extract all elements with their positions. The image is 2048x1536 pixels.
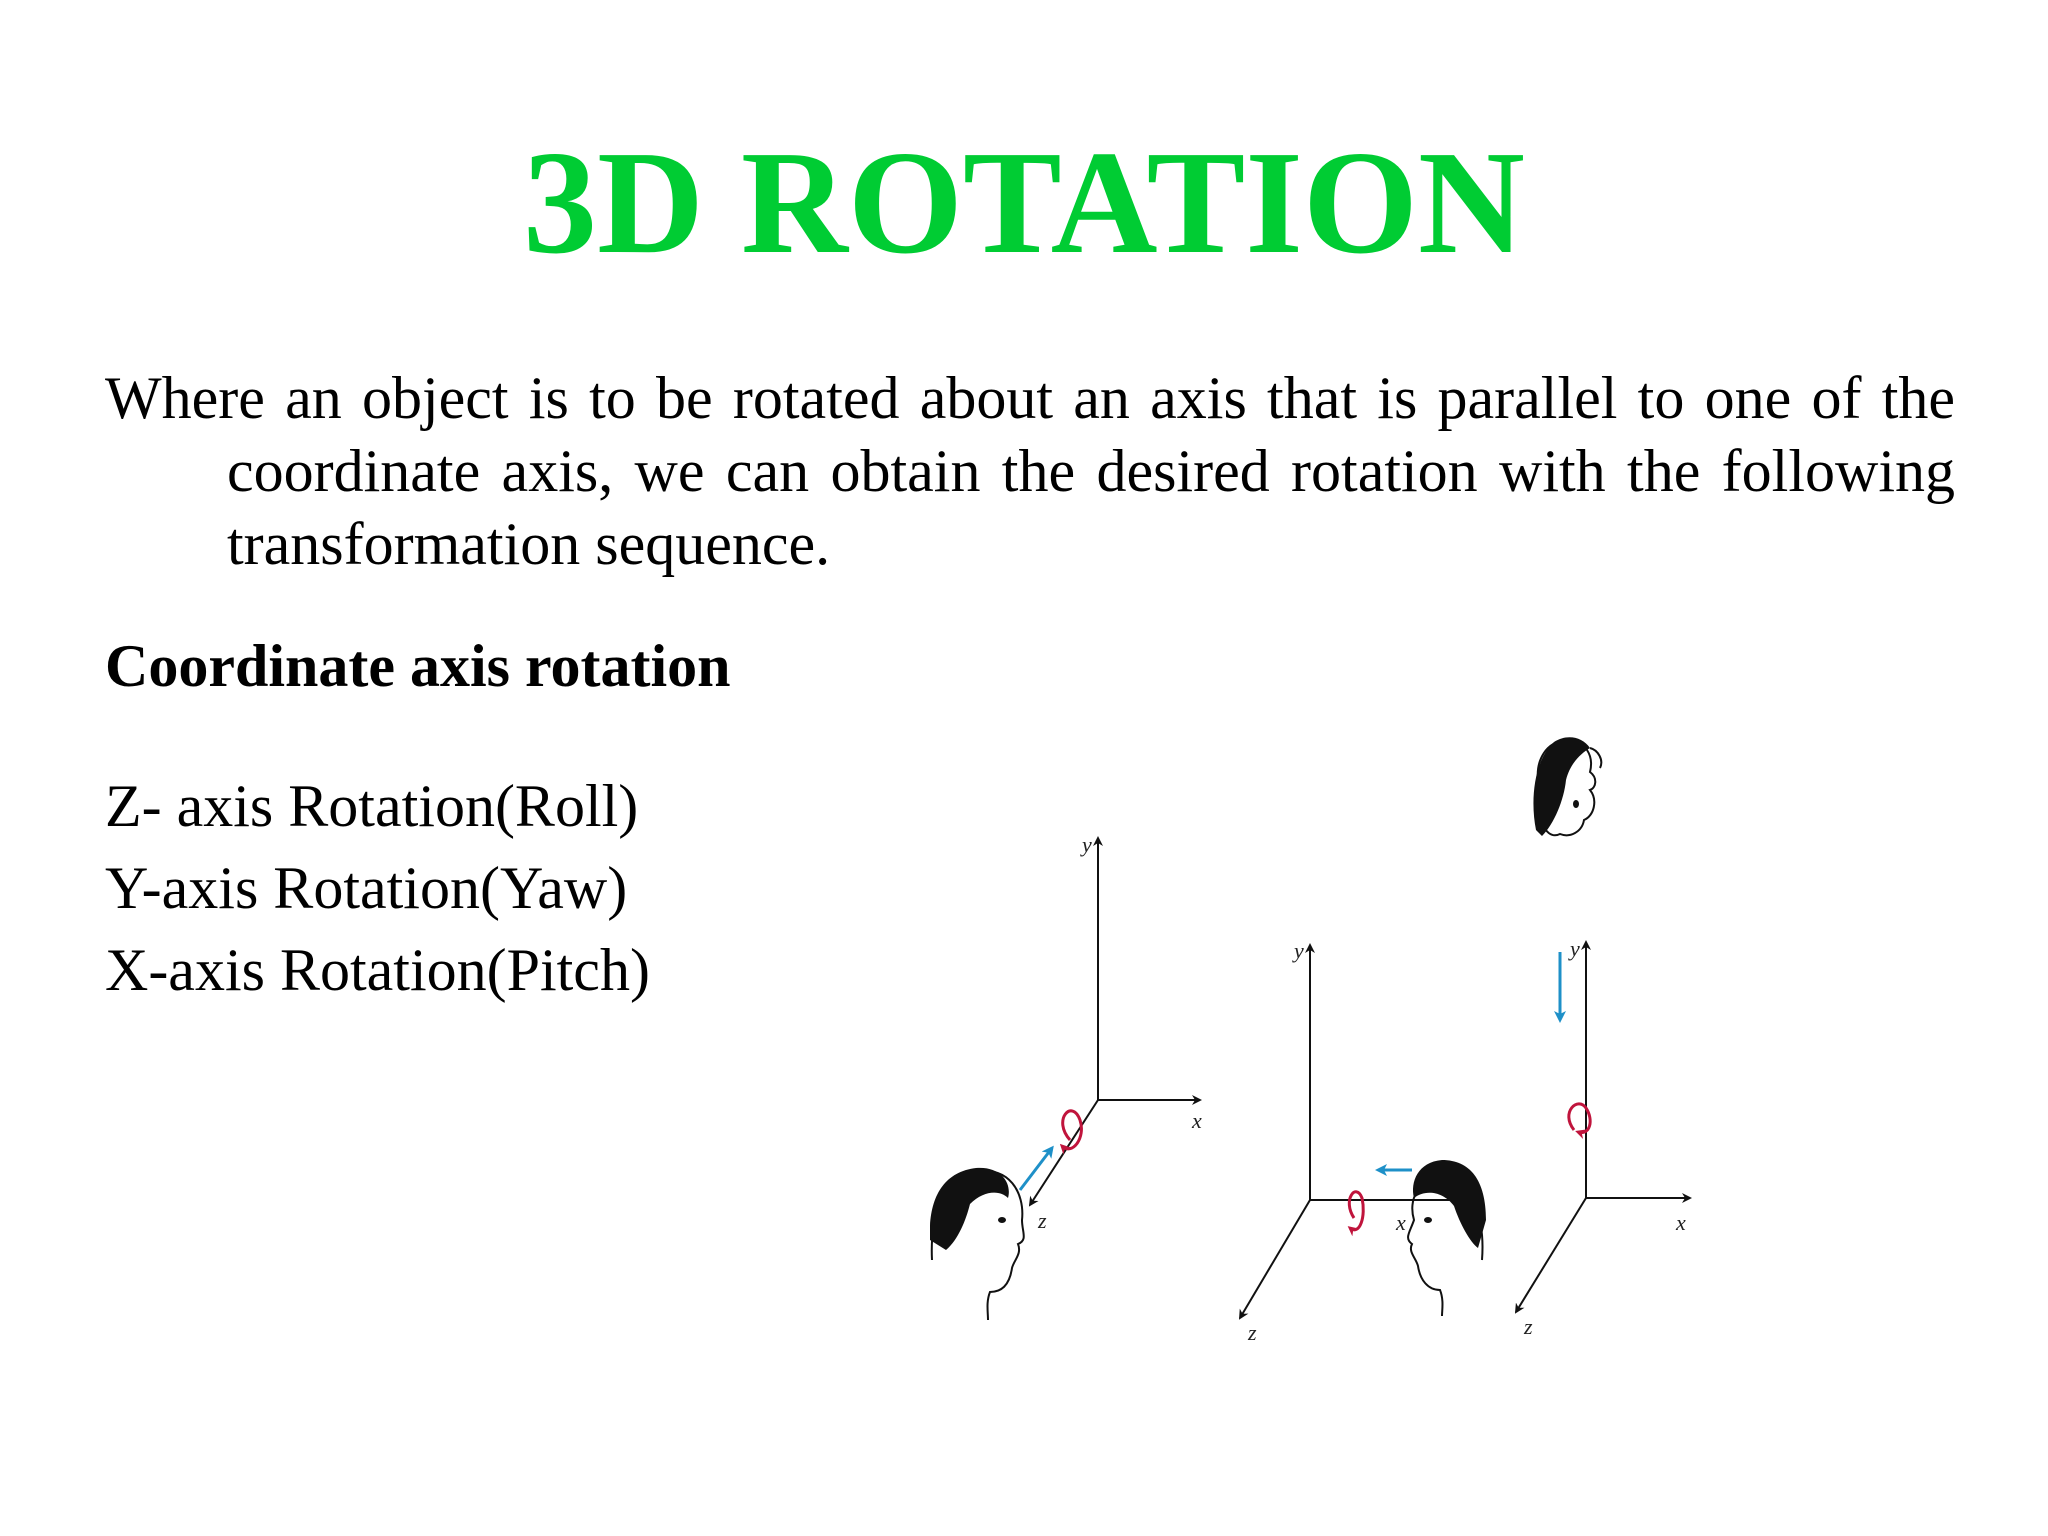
pitch-diagram: y x z bbox=[1238, 938, 1486, 1345]
yaw-z-axis bbox=[1514, 1197, 1587, 1314]
roll-direction-arrow bbox=[1018, 1145, 1054, 1191]
yaw-rotation-arrow bbox=[1567, 1102, 1592, 1139]
pitch-rotation-arrow bbox=[1347, 1190, 1365, 1237]
rotation-list: Z- axis Rotation(Roll) Y-axis Rotation(Y… bbox=[105, 765, 650, 1011]
axis-rotation-figure: y x z y x z bbox=[930, 720, 1720, 1360]
rotation-item-yaw: Y-axis Rotation(Yaw) bbox=[105, 855, 628, 921]
roll-rotation-arrow bbox=[1059, 1109, 1083, 1155]
roll-x-label: x bbox=[1191, 1108, 1202, 1133]
rotation-item-pitch: X-axis Rotation(Pitch) bbox=[105, 937, 650, 1003]
pitch-z-label: z bbox=[1247, 1320, 1257, 1345]
yaw-x-label: x bbox=[1675, 1210, 1686, 1235]
yaw-y-label: y bbox=[1568, 936, 1580, 961]
roll-y-label: y bbox=[1080, 832, 1092, 857]
pitch-head-icon bbox=[1407, 1160, 1486, 1317]
yaw-diagram: y x z bbox=[1514, 737, 1692, 1339]
pitch-z-axis bbox=[1238, 1199, 1311, 1320]
pitch-y-label: y bbox=[1292, 938, 1304, 963]
intro-paragraph: Where an object is to be rotated about a… bbox=[105, 365, 1955, 577]
rotation-item-roll: Z- axis Rotation(Roll) bbox=[105, 773, 639, 839]
yaw-z-label: z bbox=[1523, 1314, 1533, 1339]
slide-title: 3D ROTATION bbox=[523, 121, 1525, 285]
subheading: Coordinate axis rotation bbox=[105, 633, 731, 699]
axis-rotation-illustration: y x z y x z bbox=[930, 737, 1692, 1345]
yaw-head-icon bbox=[1533, 737, 1603, 837]
roll-head-icon bbox=[930, 1167, 1025, 1321]
pitch-x-label: x bbox=[1395, 1210, 1406, 1235]
roll-diagram: y x z bbox=[930, 832, 1202, 1321]
roll-z-label: z bbox=[1037, 1208, 1047, 1233]
